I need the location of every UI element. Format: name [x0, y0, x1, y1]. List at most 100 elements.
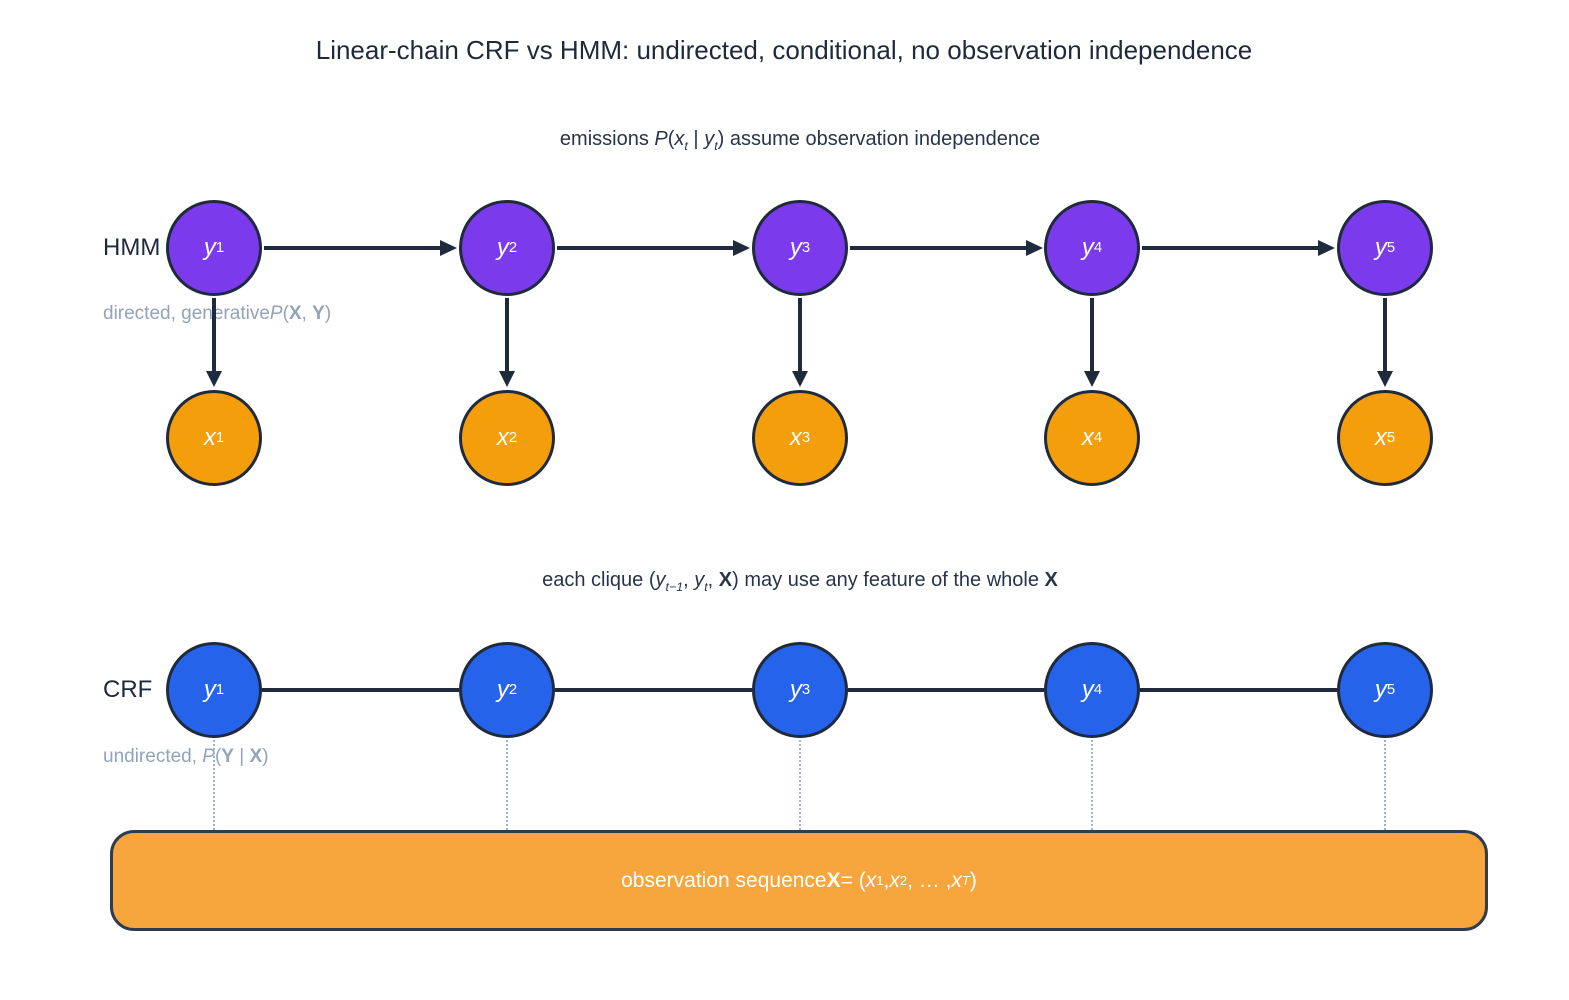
- crf-sublabel-close: ): [262, 746, 269, 767]
- crf-chain-edge: [262, 688, 459, 692]
- hmm-sublabel-comma: ,: [301, 303, 313, 324]
- bar-s1: 1: [876, 873, 884, 888]
- crf-obs-link: [1091, 740, 1093, 830]
- crf-caption-pre: each clique (: [542, 569, 656, 591]
- node-label: y: [496, 676, 509, 703]
- crf-caption-y2sub: t: [704, 580, 708, 594]
- node-label: x: [203, 424, 216, 451]
- node-label: y: [203, 234, 216, 261]
- hmm-row-label: HMM: [103, 234, 161, 261]
- crf-chain-edge: [1140, 688, 1337, 692]
- crf-caption-y1: y: [655, 569, 666, 591]
- node-label-sub: 1: [215, 682, 225, 698]
- node-label-sub: 2: [508, 682, 518, 698]
- node-label-sub: 5: [1386, 682, 1396, 698]
- hmm-emission-edge: [212, 298, 216, 371]
- node-label: y: [1081, 676, 1094, 703]
- bar-x3: x: [951, 868, 962, 892]
- node-label-sub: 3: [801, 682, 811, 698]
- arrow-down-icon: [1084, 371, 1100, 387]
- node-label-sub: 2: [508, 240, 518, 256]
- crf-chain-edge: [555, 688, 752, 692]
- hmm-caption-xsub: t: [684, 139, 688, 153]
- bar-x2: x: [889, 868, 900, 892]
- hmm-caption-y: y: [704, 128, 715, 150]
- crf-obs-link: [213, 740, 215, 830]
- crf-sublabel-y: Y: [221, 746, 234, 767]
- node-label: y: [1374, 234, 1387, 261]
- crf-obs-link: [799, 740, 801, 830]
- node-label-sub: 4: [1093, 430, 1103, 446]
- hmm-transition-edge: [557, 246, 733, 250]
- crf-caption-x1: X: [718, 569, 733, 591]
- hmm-caption-open: (: [667, 128, 675, 150]
- bar-x: X: [826, 868, 841, 892]
- crf-sublabel-open: (: [214, 746, 222, 767]
- page-title: Linear-chain CRF vs HMM: undirected, con…: [315, 35, 1253, 65]
- crf-row-label: CRF: [103, 676, 153, 703]
- bar-eq: = (: [840, 868, 866, 892]
- arrow-right-icon: [1318, 240, 1335, 256]
- node-label-sub: 1: [215, 240, 225, 256]
- hmm-caption: emissions P(xt | yt) assume observation …: [560, 128, 1040, 153]
- node-label: y: [1081, 234, 1094, 261]
- crf-caption-y2: y: [694, 569, 705, 591]
- arrow-right-icon: [1026, 240, 1043, 256]
- node-label: y: [496, 234, 509, 261]
- crf-obs-link: [1384, 740, 1386, 830]
- hmm-caption-ysub: t: [714, 139, 718, 153]
- hmm-caption-mid: |: [687, 128, 705, 150]
- node-label: x: [789, 424, 802, 451]
- arrow-down-icon: [792, 371, 808, 387]
- node-label-sub: 5: [1386, 240, 1396, 256]
- crf-sublabel-p: P: [202, 746, 215, 767]
- crf-caption-c2: ,: [707, 569, 719, 591]
- crf-sublabel-x: X: [249, 746, 263, 767]
- arrow-down-icon: [499, 371, 515, 387]
- hmm-caption-x: x: [674, 128, 685, 150]
- arrow-down-icon: [206, 371, 222, 387]
- bar-s2: 2: [899, 873, 908, 888]
- bar-close: ): [969, 868, 977, 892]
- hmm-emission-edge: [1383, 298, 1387, 371]
- crf-sublabel-pre: undirected,: [103, 746, 203, 767]
- hmm-caption-pre: emissions: [559, 128, 655, 150]
- hmm-caption-post: ) assume observation independence: [717, 128, 1041, 150]
- crf-caption-y1sub: t−1: [665, 580, 684, 594]
- node-label: y: [1374, 676, 1387, 703]
- node-label: y: [789, 234, 802, 261]
- crf-sublabel-mid: |: [234, 746, 250, 767]
- node-label: y: [789, 676, 802, 703]
- crf-obs-link: [506, 740, 508, 830]
- node-label-sub: 4: [1093, 682, 1103, 698]
- bar-pre: observation sequence: [621, 868, 827, 892]
- hmm-sublabel-close: ): [324, 303, 332, 324]
- hmm-emission-edge: [798, 298, 802, 371]
- node-label: x: [1374, 424, 1387, 451]
- bar-x1: x: [865, 868, 877, 892]
- node-label-sub: 4: [1093, 240, 1103, 256]
- arrow-down-icon: [1377, 371, 1393, 387]
- bar-c1: ,: [883, 868, 890, 892]
- node-label: x: [1081, 424, 1094, 451]
- crf-caption-x2: X: [1044, 569, 1058, 591]
- arrow-right-icon: [440, 240, 457, 256]
- crf-caption-c1: ,: [683, 569, 695, 591]
- node-label-sub: 3: [801, 430, 811, 446]
- hmm-sublabel-x: X: [288, 303, 302, 324]
- hmm-sublabel-open: (: [282, 303, 289, 324]
- node-label: x: [496, 424, 509, 451]
